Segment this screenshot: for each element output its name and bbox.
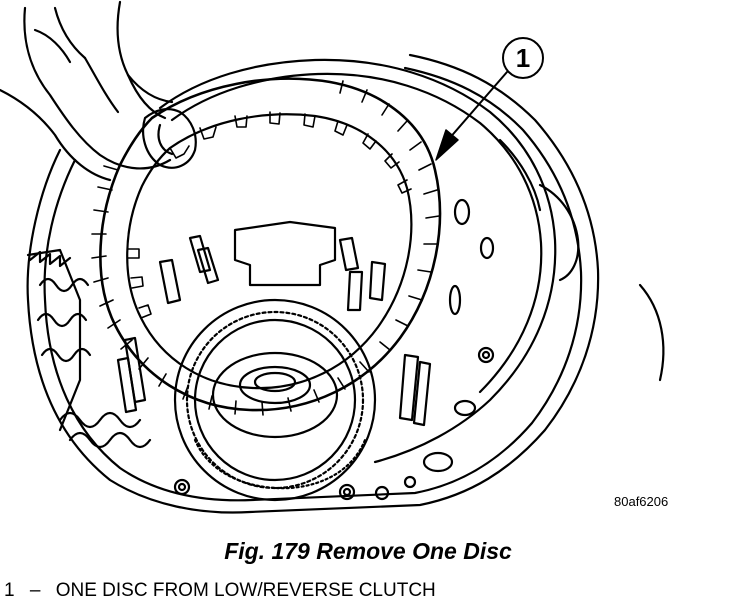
callout-number: 1 xyxy=(516,43,530,73)
image-reference-code: 80af6206 xyxy=(614,494,669,509)
clutch-disc xyxy=(91,77,442,416)
planetary-gear-hub xyxy=(173,298,377,502)
transmission-case xyxy=(26,53,665,514)
legend-number: 1 xyxy=(4,580,15,601)
clutch-pack-tabs xyxy=(116,220,432,427)
hand-illustration xyxy=(0,0,197,182)
wave-spring xyxy=(26,248,152,449)
figure-caption: Fig. 179 Remove One Disc xyxy=(224,538,512,564)
callout-leader xyxy=(435,37,544,161)
clutch-drum xyxy=(158,58,557,501)
clutch-disc-illustration: 1 xyxy=(0,0,665,514)
legend-separator: – xyxy=(29,580,41,601)
figure-legend: 1 – ONE DISC FROM LOW/REVERSE CLUTCH xyxy=(4,580,436,602)
legend-text: ONE DISC FROM LOW/REVERSE CLUTCH xyxy=(55,580,436,601)
